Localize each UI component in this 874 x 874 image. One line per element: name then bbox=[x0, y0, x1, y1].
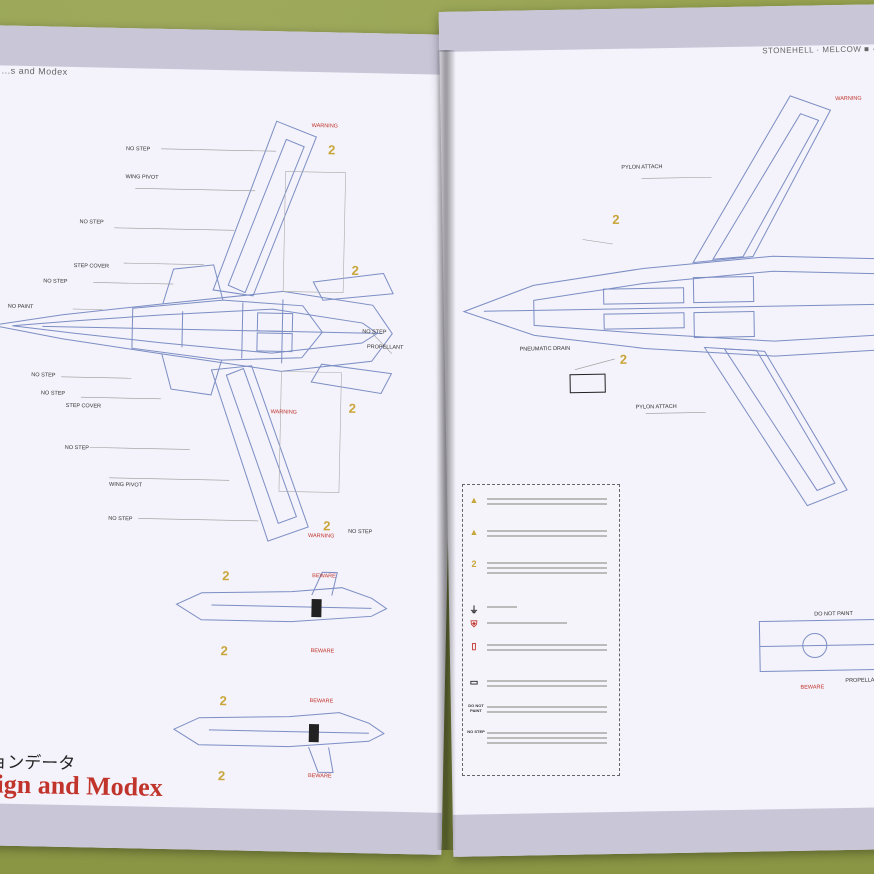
no-step-text: NO STEP bbox=[467, 729, 485, 734]
step-icon: ▲ bbox=[469, 527, 479, 537]
rectangle-icon: ▭ bbox=[469, 677, 479, 687]
label-no-step-8: NO STEP bbox=[362, 329, 387, 336]
top-view-aircraft-drawing: NO STEP WING PIVOT NO STEP STEP COVER NO… bbox=[0, 120, 404, 542]
label-no-step-4: NO STEP bbox=[31, 372, 56, 379]
side1-number-top: 2 bbox=[222, 568, 230, 583]
left-page: ...s and Modex bbox=[0, 25, 459, 855]
side-view-aircraft-2: 2 2 BEWARE BEWARE bbox=[172, 693, 385, 783]
book-gutter bbox=[436, 50, 456, 850]
tail-marking-1 bbox=[311, 599, 322, 618]
yellow-number-2: 2 bbox=[351, 263, 359, 278]
section-title-en: l sign and Modex bbox=[0, 769, 164, 802]
right-page-header: STONEHELL · MELCOW ■ · ■ bbox=[762, 44, 874, 56]
warning-top: WARNING bbox=[312, 123, 339, 130]
do-not-paint-text: DO NOT PAINT bbox=[468, 703, 484, 713]
label-no-step-6: NO STEP bbox=[65, 445, 90, 452]
label-no-step-1: NO STEP bbox=[126, 146, 151, 153]
label-wing-pivot-top: WING PIVOT bbox=[125, 174, 159, 181]
label-no-step-2: NO STEP bbox=[79, 219, 104, 226]
label-step-cover-top: STEP COVER bbox=[74, 263, 109, 270]
right-yellow-2: 2 bbox=[620, 352, 627, 367]
label-no-step-9: NO STEP bbox=[348, 529, 373, 536]
right-side-view-aircraft: DO NOT PAINT PROPELLANT BEWARE bbox=[758, 611, 874, 691]
beware-blast-right: BEWARE bbox=[800, 684, 824, 690]
yellow-number-3: 2 bbox=[349, 401, 357, 416]
label-no-step-7: NO STEP bbox=[108, 516, 133, 523]
warning-triangle-icon: ▲ bbox=[469, 495, 479, 505]
right-page: STONEHELL · MELCOW ■ · ■ PYLON ATTACH PN… bbox=[438, 4, 874, 857]
yellow-number-4: 2 bbox=[323, 518, 331, 533]
side1-number-bottom: 2 bbox=[220, 643, 228, 658]
side2-number-bottom: 2 bbox=[218, 768, 226, 783]
label-pneumatic-drain: PNEUMATIC DRAIN bbox=[520, 346, 571, 353]
tail-marking-2 bbox=[308, 724, 320, 743]
number-icon: 2 bbox=[471, 559, 477, 569]
beware-blast-2: BEWARE bbox=[311, 648, 335, 655]
label-no-paint: NO PAINT bbox=[8, 304, 34, 311]
beware-blast-1: BEWARE bbox=[312, 573, 336, 580]
warning-bottom: WARNING bbox=[308, 533, 335, 540]
warning-mid: WARNING bbox=[271, 409, 298, 416]
beware-blast-3: BEWARE bbox=[309, 698, 333, 705]
shield-icon: ⛨ bbox=[470, 619, 478, 629]
underside-aircraft-drawing: PYLON ATTACH PNEUMATIC DRAIN PYLON ATTAC… bbox=[462, 95, 874, 507]
right-bottom-band bbox=[452, 807, 874, 857]
plug-icon: ▯ bbox=[471, 641, 477, 651]
side-view-aircraft-1: 2 2 BEWARE BEWARE bbox=[175, 568, 388, 658]
label-propellant: PROPELLANT bbox=[367, 344, 404, 351]
label-pylon-attach-bottom: PYLON ATTACH bbox=[636, 404, 677, 411]
black-rect-marking bbox=[569, 373, 606, 394]
label-pylon-attach-top: PYLON ATTACH bbox=[621, 164, 662, 171]
legend-box: ▲ ▲ 2 ⏚ ⛨ ▯ ▭ DO NOT PAINT NO STEP bbox=[462, 484, 620, 776]
right-yellow-1: 2 bbox=[612, 212, 619, 227]
ground-icon: ⏚ bbox=[469, 605, 479, 615]
side2-number-top: 2 bbox=[219, 693, 227, 708]
label-no-step-3: NO STEP bbox=[43, 278, 68, 285]
label-step-cover-bottom: STEP COVER bbox=[66, 403, 101, 410]
label-do-not-paint: DO NOT PAINT bbox=[814, 611, 853, 618]
beware-blast-4: BEWARE bbox=[308, 773, 332, 780]
yellow-number-1: 2 bbox=[328, 142, 336, 157]
left-top-band bbox=[0, 25, 459, 76]
label-wing-pivot-bottom: WING PIVOT bbox=[109, 482, 143, 489]
label-no-step-5: NO STEP bbox=[41, 390, 66, 397]
warning-right: WARNING bbox=[835, 96, 861, 102]
label-propellant-vent: PROPELLANT bbox=[845, 677, 874, 684]
